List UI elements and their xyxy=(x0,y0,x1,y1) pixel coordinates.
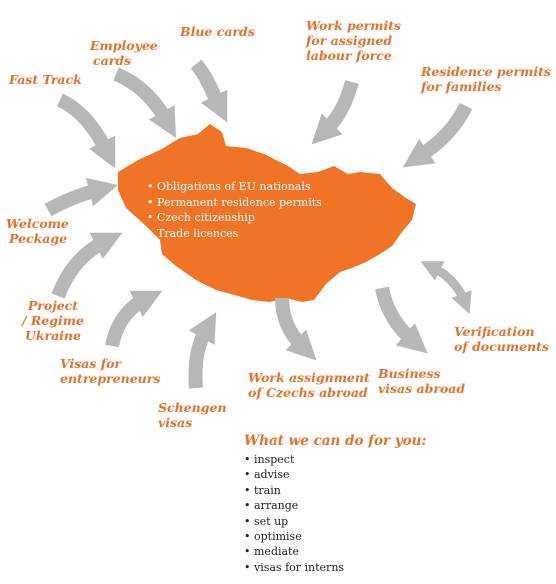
todo-item: • visas for interns xyxy=(244,560,345,574)
label-residence-permits: Residence permits for families xyxy=(421,64,551,94)
todo-item: • advise xyxy=(244,468,290,482)
label-work-permits: Work permits for assigned labour force xyxy=(306,18,402,63)
label-verification: Verification of documents xyxy=(454,324,549,354)
label-employee-cards: Employee cards xyxy=(90,38,158,68)
todo-item: • inspect xyxy=(244,453,295,466)
label-fast-track: Fast Track xyxy=(9,72,82,87)
label-visas-entrepreneurs: Visas for entrepreneurs xyxy=(60,356,161,386)
label-schengen-visas: Schengen visas xyxy=(158,400,227,430)
arrow-verification xyxy=(420,261,472,315)
map-item: • Obligations of EU nationals xyxy=(147,180,311,193)
label-project-ukraine: Project / Regime Ukraine xyxy=(22,298,84,343)
arrow-blue-cards xyxy=(190,59,228,123)
map-services-list: • Obligations of EU nationals • Permanen… xyxy=(147,179,322,241)
todo-title: What we can do for you: xyxy=(244,433,427,449)
map-item: • Trade licences xyxy=(147,226,239,240)
todo-item: • optimise xyxy=(244,530,302,544)
arrow-visas-entrepreneurs xyxy=(105,290,163,348)
map-item: • Permanent residence permits xyxy=(147,195,322,209)
label-work-assignment: Work assignment of Czechs abroad xyxy=(248,370,370,400)
arrow-employee-cards xyxy=(113,67,176,138)
label-business-visas: Business visas abroad xyxy=(378,366,466,396)
map-item: • Czech citizenship xyxy=(147,211,255,224)
czech-map-shape xyxy=(118,124,416,302)
arrow-business-visas xyxy=(375,286,428,354)
arrow-fast-track xyxy=(56,93,116,169)
todo-item: • train xyxy=(244,483,281,497)
arrow-work-permits xyxy=(311,80,359,145)
arrow-welcome-package xyxy=(44,177,118,217)
label-welcome-package: Welcome Peckage xyxy=(6,216,69,246)
label-blue-cards: Blue cards xyxy=(180,24,255,39)
arrow-project-ukraine xyxy=(51,232,123,299)
todo-list: • inspect • advise • train • arrange • s… xyxy=(244,452,344,575)
arrow-work-assignment xyxy=(275,297,317,361)
arrow-schengen xyxy=(188,312,217,389)
todo-item: • mediate xyxy=(244,545,299,559)
arrow-residence-permits xyxy=(402,102,473,168)
todo-item: • arrange xyxy=(244,499,299,513)
todo-item: • set up xyxy=(244,514,289,528)
